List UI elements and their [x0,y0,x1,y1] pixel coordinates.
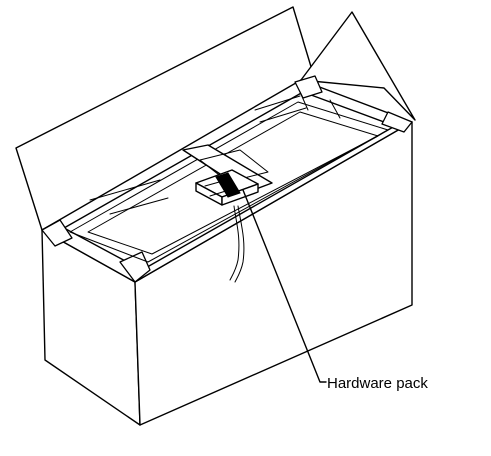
right-flap [300,11,416,121]
hardware-pack [195,169,259,206]
packed-product-tray [69,91,389,263]
callout-leader [242,189,327,383]
callout-label: Hardware pack [327,375,428,392]
cable [229,205,245,283]
